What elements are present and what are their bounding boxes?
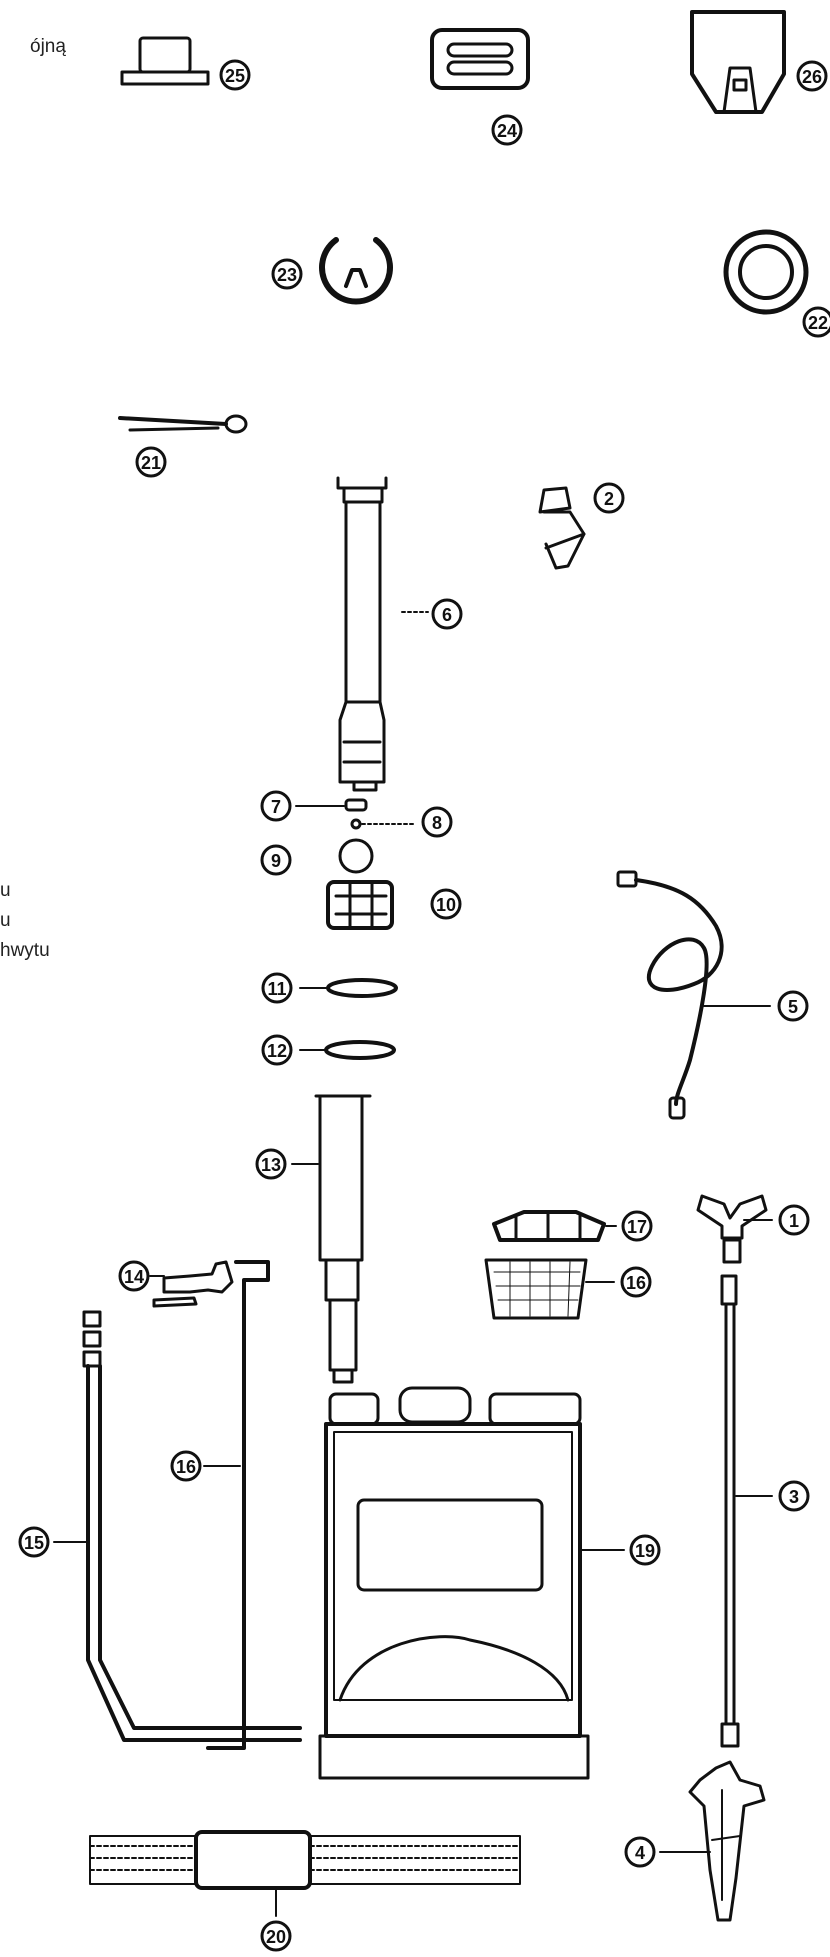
callout-16b bbox=[620, 1266, 652, 1298]
part-6-pump-cylinder bbox=[336, 476, 429, 792]
callout-12 bbox=[261, 1034, 293, 1066]
part-16-pump-rod bbox=[203, 1260, 270, 1750]
part-25-cap bbox=[120, 36, 210, 86]
text-fragment-1: u bbox=[0, 880, 11, 901]
part-26-funnel bbox=[690, 10, 786, 114]
label-25: 25 bbox=[225, 66, 245, 86]
callout-26 bbox=[796, 60, 828, 92]
label-3: 3 bbox=[789, 1487, 799, 1507]
callout-22 bbox=[802, 306, 830, 338]
callout-6 bbox=[431, 598, 463, 630]
label-26: 26 bbox=[802, 67, 822, 87]
callout-21 bbox=[135, 446, 167, 478]
label-16a: 16 bbox=[176, 1457, 196, 1477]
callout-3 bbox=[778, 1480, 810, 1512]
callouts bbox=[18, 59, 830, 1952]
callout-9 bbox=[260, 844, 292, 876]
label-13: 13 bbox=[261, 1155, 281, 1175]
part-21-pin bbox=[118, 414, 248, 434]
callout-4 bbox=[624, 1836, 656, 1868]
callout-7 bbox=[260, 790, 292, 822]
callout-11 bbox=[261, 972, 293, 1004]
part-5-hose bbox=[616, 870, 771, 1120]
callout-23 bbox=[271, 258, 303, 290]
callout-1 bbox=[778, 1204, 810, 1236]
label-21: 21 bbox=[141, 453, 161, 473]
callout-10 bbox=[430, 888, 462, 920]
label-12: 12 bbox=[267, 1041, 287, 1061]
part-24-grip bbox=[430, 28, 530, 90]
callout-20 bbox=[260, 1920, 292, 1952]
part-14-valve bbox=[149, 1260, 234, 1308]
label-7: 7 bbox=[271, 797, 281, 817]
callout-labels: 25 24 26 23 22 21 2 6 7 8 9 10 11 12 5 1… bbox=[24, 66, 828, 1947]
callout-8 bbox=[421, 806, 453, 838]
label-20: 20 bbox=[266, 1927, 286, 1947]
part-9-ball bbox=[338, 838, 374, 874]
part-10-nut bbox=[326, 880, 394, 930]
callout-17 bbox=[621, 1210, 653, 1242]
part-19-tank bbox=[318, 1386, 625, 1780]
label-4: 4 bbox=[635, 1843, 645, 1863]
part-3-lance bbox=[720, 1274, 773, 1748]
part-1-y-connector bbox=[696, 1194, 773, 1264]
part-20-strap bbox=[89, 1830, 521, 1917]
callout-19 bbox=[629, 1534, 661, 1566]
part-4-trigger-handle bbox=[659, 1760, 766, 1922]
label-15: 15 bbox=[24, 1533, 44, 1553]
part-12-seal bbox=[299, 1040, 396, 1060]
text-fragment-top: ójną bbox=[30, 36, 66, 57]
label-17: 17 bbox=[627, 1217, 647, 1237]
label-6: 6 bbox=[442, 605, 452, 625]
part-11-seal bbox=[299, 978, 398, 998]
text-fragment-3: hwytu bbox=[0, 940, 50, 961]
callout-2 bbox=[593, 482, 625, 514]
callout-15 bbox=[18, 1526, 50, 1558]
label-16b: 16 bbox=[626, 1273, 646, 1293]
text-fragment-2: u bbox=[0, 910, 11, 931]
callout-5 bbox=[777, 990, 809, 1022]
part-17-cap-lid bbox=[492, 1210, 617, 1242]
part-23-clip bbox=[319, 237, 393, 305]
label-19: 19 bbox=[635, 1541, 655, 1561]
part-15-handle bbox=[53, 1310, 302, 1742]
label-2: 2 bbox=[604, 489, 614, 509]
callout-25 bbox=[219, 59, 251, 91]
label-22: 22 bbox=[808, 313, 828, 333]
label-14: 14 bbox=[124, 1267, 144, 1287]
part-8-spring bbox=[350, 818, 415, 830]
label-5: 5 bbox=[788, 997, 798, 1017]
label-24: 24 bbox=[497, 121, 517, 141]
part-7-washer bbox=[295, 798, 368, 812]
label-9: 9 bbox=[271, 851, 281, 871]
label-10: 10 bbox=[436, 895, 456, 915]
label-8: 8 bbox=[432, 813, 442, 833]
label-1: 1 bbox=[789, 1211, 799, 1231]
part-13-pressure-chamber bbox=[291, 1094, 372, 1384]
part-18-filter-basket bbox=[484, 1258, 615, 1320]
callout-16a bbox=[170, 1450, 202, 1482]
callout-24 bbox=[491, 114, 523, 146]
callout-13 bbox=[255, 1148, 287, 1180]
part-2-elbow bbox=[538, 486, 586, 570]
part-22-ring bbox=[723, 229, 809, 315]
label-23: 23 bbox=[277, 265, 297, 285]
callout-14 bbox=[118, 1260, 150, 1292]
label-11: 11 bbox=[267, 979, 286, 999]
